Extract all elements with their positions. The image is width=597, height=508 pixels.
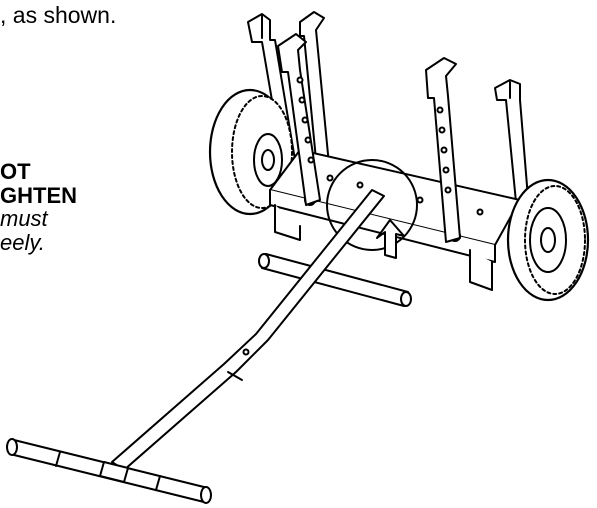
t-bar: [6, 438, 212, 504]
instruction-text-fragment: , as shown.: [0, 2, 117, 28]
upright-front-right: [425, 57, 461, 243]
detail-circle: [326, 159, 418, 251]
upright-front-left: [277, 33, 321, 206]
note-line-1: must: [0, 206, 48, 231]
handle: [111, 189, 385, 471]
upright-rear-right: [494, 79, 529, 203]
note-line-2: eely.: [0, 230, 45, 255]
tire-right: [506, 178, 590, 302]
arrow: [376, 219, 405, 259]
warning-line-1: OT: [0, 159, 31, 184]
warning-line-2: GHTEN: [0, 183, 77, 208]
axle-tube: [258, 253, 412, 307]
